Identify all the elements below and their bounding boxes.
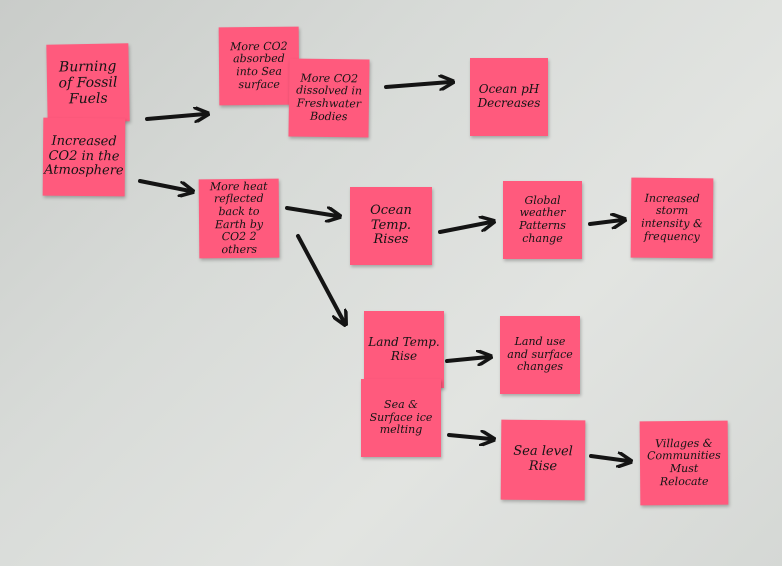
arrow-to-global bbox=[438, 222, 491, 234]
note-storm-intensity-text: Increased storm intensity & frequency bbox=[641, 191, 703, 243]
note-land-use: Land use and surface changes bbox=[500, 316, 580, 394]
note-more-heat-text: More heat reflected back to Earth by CO2… bbox=[209, 179, 268, 256]
arrow-to-heat bbox=[138, 179, 190, 191]
note-land-temp: Land Temp. Rise bbox=[364, 311, 444, 388]
arrow-to-landuse bbox=[445, 357, 488, 361]
note-co2-dissolved-text: More CO2 dissolved in Freshwater Bodies bbox=[296, 71, 363, 123]
note-increased-co2: Increased CO2 in the Atmosphere bbox=[42, 117, 126, 197]
note-co2-dissolved: More CO2 dissolved in Freshwater Bodies bbox=[288, 58, 370, 138]
arrow-to-storm bbox=[588, 220, 622, 224]
note-co2-absorbed-text: More CO2 absorbed into Sea surface bbox=[229, 39, 288, 91]
note-ocean-temp: Ocean Temp. Rises bbox=[350, 187, 432, 265]
note-land-use-text: Land use and surface changes bbox=[507, 335, 573, 374]
note-sea-level: Sea level Rise bbox=[500, 419, 586, 501]
note-burning-fossil-fuels-text: Burning of Fossil Fuels bbox=[58, 58, 118, 108]
note-ice-melting-text: Sea & Surface ice melting bbox=[369, 398, 433, 437]
arrow-to-sea bbox=[447, 435, 491, 439]
note-ocean-temp-text: Ocean Temp. Rises bbox=[370, 202, 412, 248]
arrow-to-ph bbox=[384, 82, 450, 87]
note-villages-relocate-text: Villages & Communities Must Relocate bbox=[647, 436, 721, 488]
note-more-heat: More heat reflected back to Earth by CO2… bbox=[198, 178, 280, 259]
arrow-to-absorbed bbox=[145, 114, 205, 119]
note-global-weather-text: Global weather Patterns change bbox=[519, 193, 566, 245]
arrow-to-land bbox=[296, 234, 344, 322]
arrow-to-villages bbox=[589, 456, 628, 461]
note-ice-melting: Sea & Surface ice melting bbox=[361, 379, 441, 457]
note-burning-fossil-fuels: Burning of Fossil Fuels bbox=[46, 43, 130, 123]
note-land-temp-text: Land Temp. Rise bbox=[368, 334, 440, 363]
note-villages-relocate: Villages & Communities Must Relocate bbox=[639, 420, 729, 506]
note-ocean-ph: Ocean pH Decreases bbox=[470, 58, 548, 136]
note-sea-level-text: Sea level Rise bbox=[513, 443, 573, 475]
note-co2-absorbed: More CO2 absorbed into Sea surface bbox=[218, 26, 300, 106]
note-ocean-ph-text: Ocean pH Decreases bbox=[477, 82, 541, 110]
note-increased-co2-text: Increased CO2 in the Atmosphere bbox=[44, 133, 124, 179]
note-storm-intensity: Increased storm intensity & frequency bbox=[630, 177, 714, 259]
arrow-to-ocean bbox=[285, 206, 337, 216]
note-global-weather: Global weather Patterns change bbox=[503, 181, 582, 259]
